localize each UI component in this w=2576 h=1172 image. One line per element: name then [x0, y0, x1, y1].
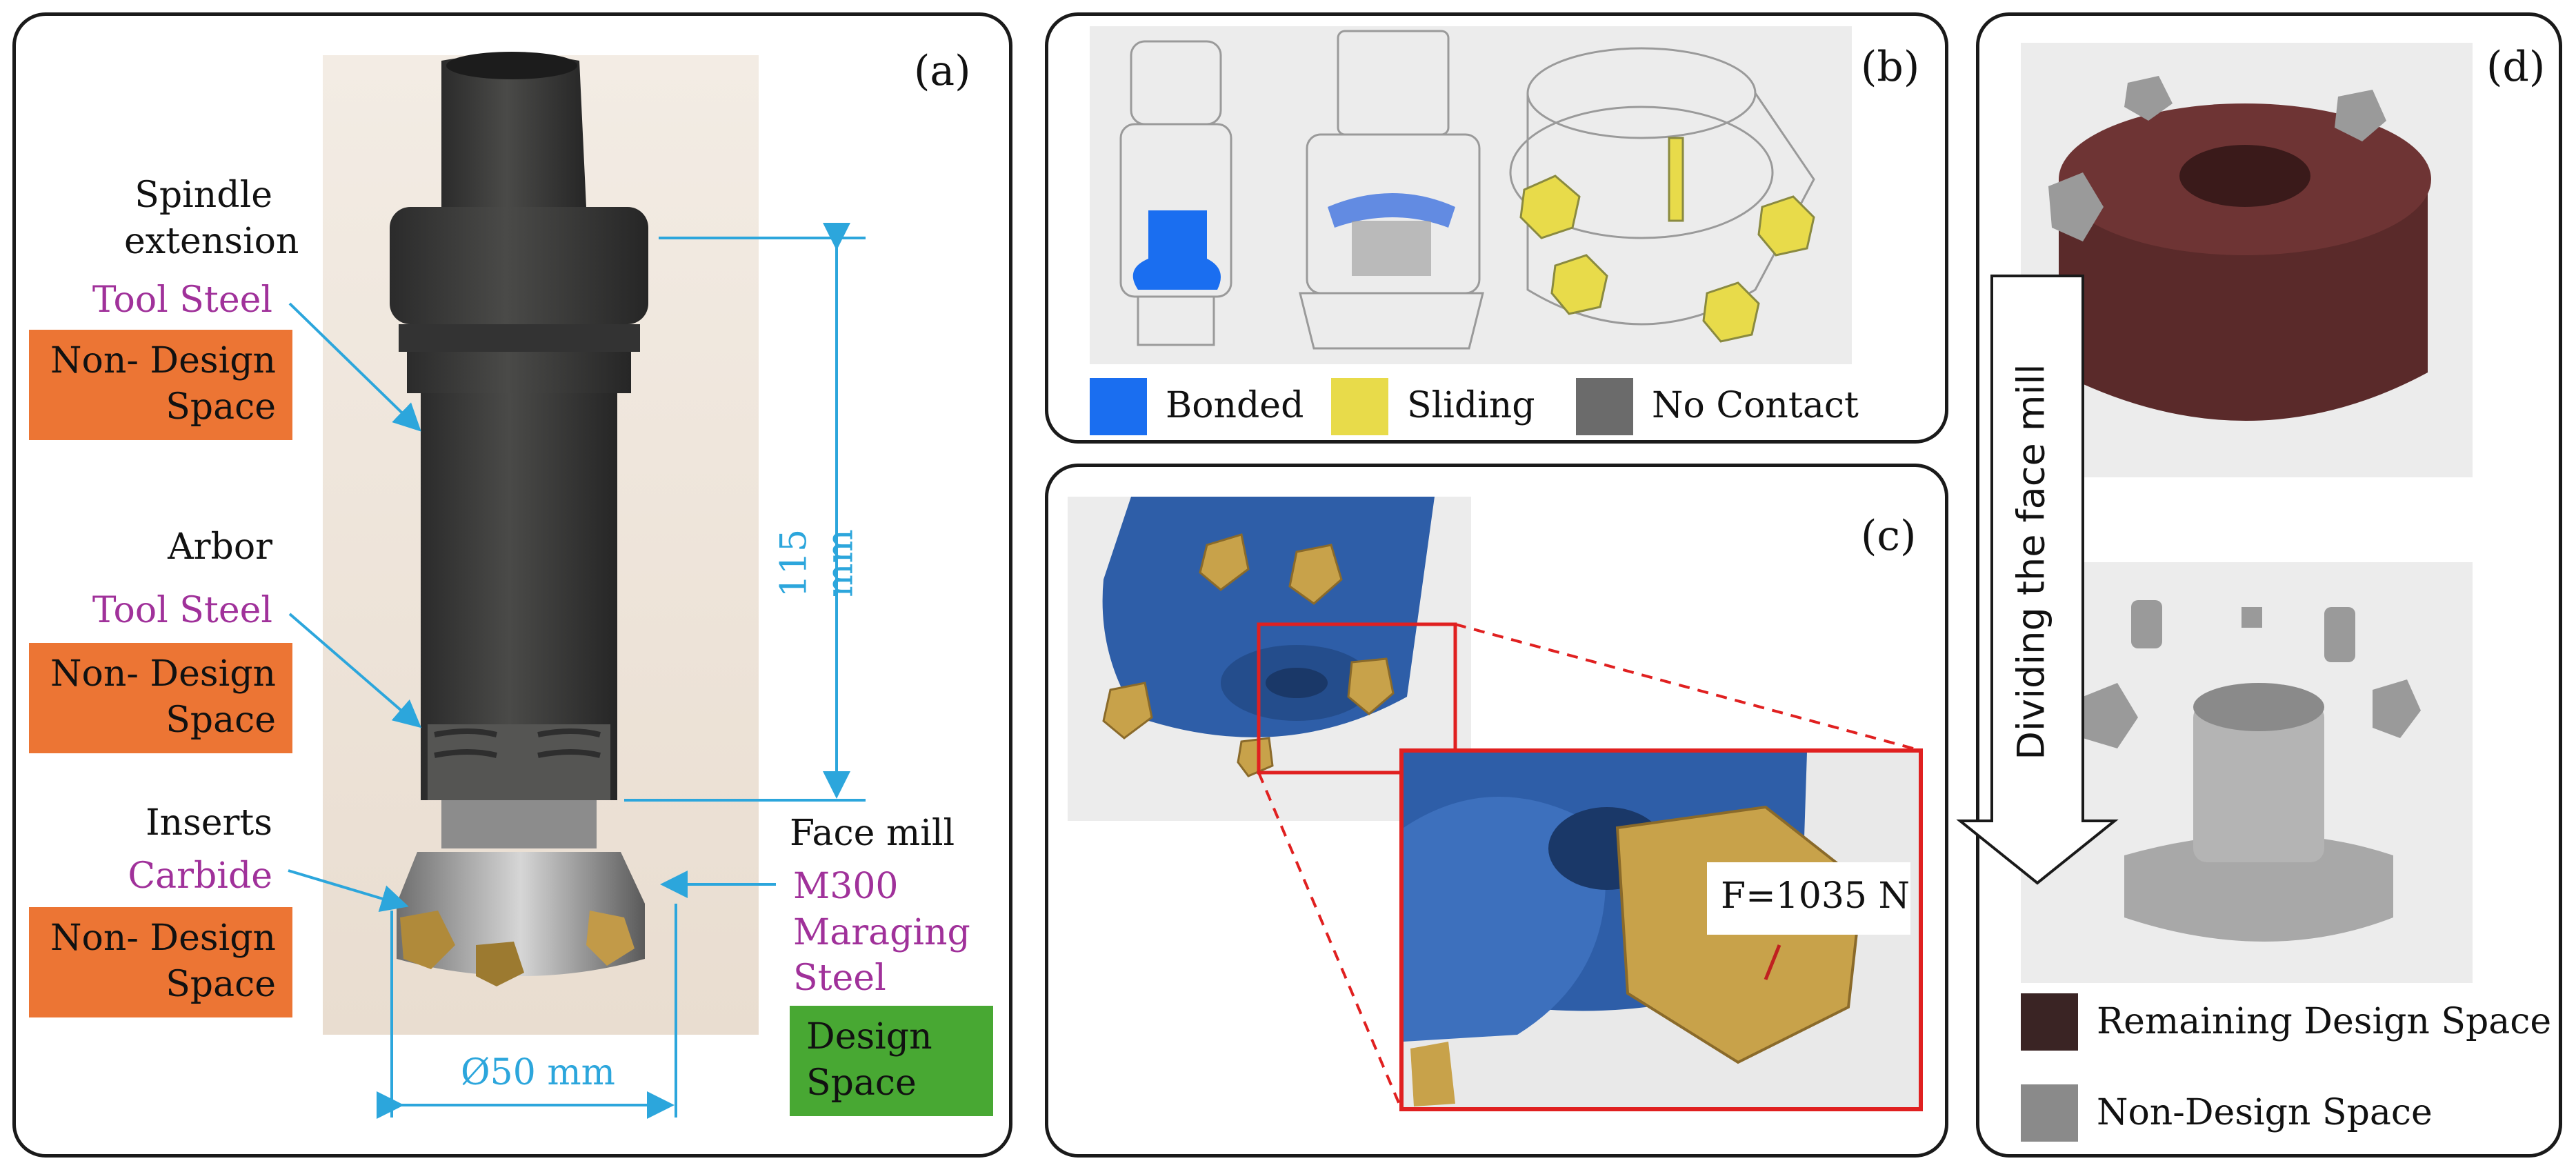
legend-label-nondesign: Non-Design Space: [2097, 1092, 2433, 1133]
bonded-region: [1132, 210, 1221, 290]
material-line: M300: [793, 866, 899, 907]
spindle-material: Tool Steel: [92, 279, 272, 321]
arbor-title: Arbor: [168, 526, 272, 568]
face-mill-body: [397, 852, 645, 976]
box-line: Space: [806, 1062, 917, 1104]
force-label-backdrop: [1707, 862, 1910, 935]
design-inserts: [2048, 76, 2386, 241]
dividing-arrow: [1956, 275, 2119, 885]
legend-label-no-contact: No Contact: [1652, 385, 1859, 426]
dividing-arrow-label: Dividing the face mill: [2009, 364, 2053, 760]
spindle-title-line: extension: [124, 220, 299, 262]
legend-label-sliding: Sliding: [1407, 385, 1535, 426]
legend-swatch-no-contact: [1576, 378, 1633, 435]
height-dimension: [377, 223, 866, 1119]
leader-arrows: [288, 302, 776, 912]
panel-c-label: (c): [1861, 512, 1917, 560]
panel-d-label: (d): [2486, 43, 2546, 91]
box-line: Non- Design: [50, 340, 276, 381]
box-line: Space: [166, 699, 276, 741]
spindle-title-line: Spindle: [134, 175, 272, 216]
panel-a-label: (a): [914, 47, 971, 95]
inserts-title: Inserts: [146, 802, 272, 844]
force-inserts: [1102, 533, 1395, 777]
legend-swatch-bonded: [1090, 378, 1147, 435]
spindle-nondesign-box: Non- Design Space: [29, 330, 292, 440]
legend-swatch-nondesign: [2021, 1084, 2078, 1142]
non-design-space: [2124, 835, 2393, 942]
box-line: Non- Design: [50, 917, 276, 959]
bonded-ring: [1328, 193, 1455, 228]
material-line: Maraging: [793, 911, 970, 953]
legend-label-remaining: Remaining Design Space: [2097, 1001, 2552, 1042]
insert: [400, 911, 455, 969]
insert: [476, 942, 524, 986]
nondesign-parts: [2083, 600, 2421, 748]
diameter-dimension-label: Ø50 mm: [461, 1052, 615, 1093]
inserts-nondesign-box: Non- Design Space: [29, 907, 292, 1017]
facemill-material: M300 Maraging Steel: [793, 864, 970, 1002]
spindle-title: Spindle extension: [124, 172, 299, 264]
legend-label-bonded: Bonded: [1166, 385, 1304, 426]
sliding-inserts: [1519, 137, 1815, 343]
insert: [586, 911, 635, 966]
box-line: Design: [806, 1016, 932, 1057]
inserts-material: Carbide: [128, 855, 272, 897]
force-label: F=1035 N: [1721, 875, 1910, 917]
assembly-1: [1119, 40, 1232, 346]
arbor-material: Tool Steel: [92, 590, 272, 631]
legend-swatch-sliding: [1331, 378, 1388, 435]
arbor-nondesign-box: Non- Design Space: [29, 643, 292, 753]
box-line: Non- Design: [50, 653, 276, 695]
box-line: Space: [166, 963, 276, 1005]
material-line: Steel: [793, 957, 886, 1000]
zoom-source-box: [1257, 622, 1457, 775]
panel-b-label: (b): [1861, 43, 1920, 91]
facemill-title: Face mill: [790, 813, 955, 854]
facemill-design-box: Design Space: [790, 1006, 993, 1116]
box-line: Space: [166, 386, 276, 428]
spindle-extension: [441, 54, 586, 207]
assembly-2: [1299, 30, 1484, 350]
legend-swatch-remaining: [2021, 993, 2078, 1051]
